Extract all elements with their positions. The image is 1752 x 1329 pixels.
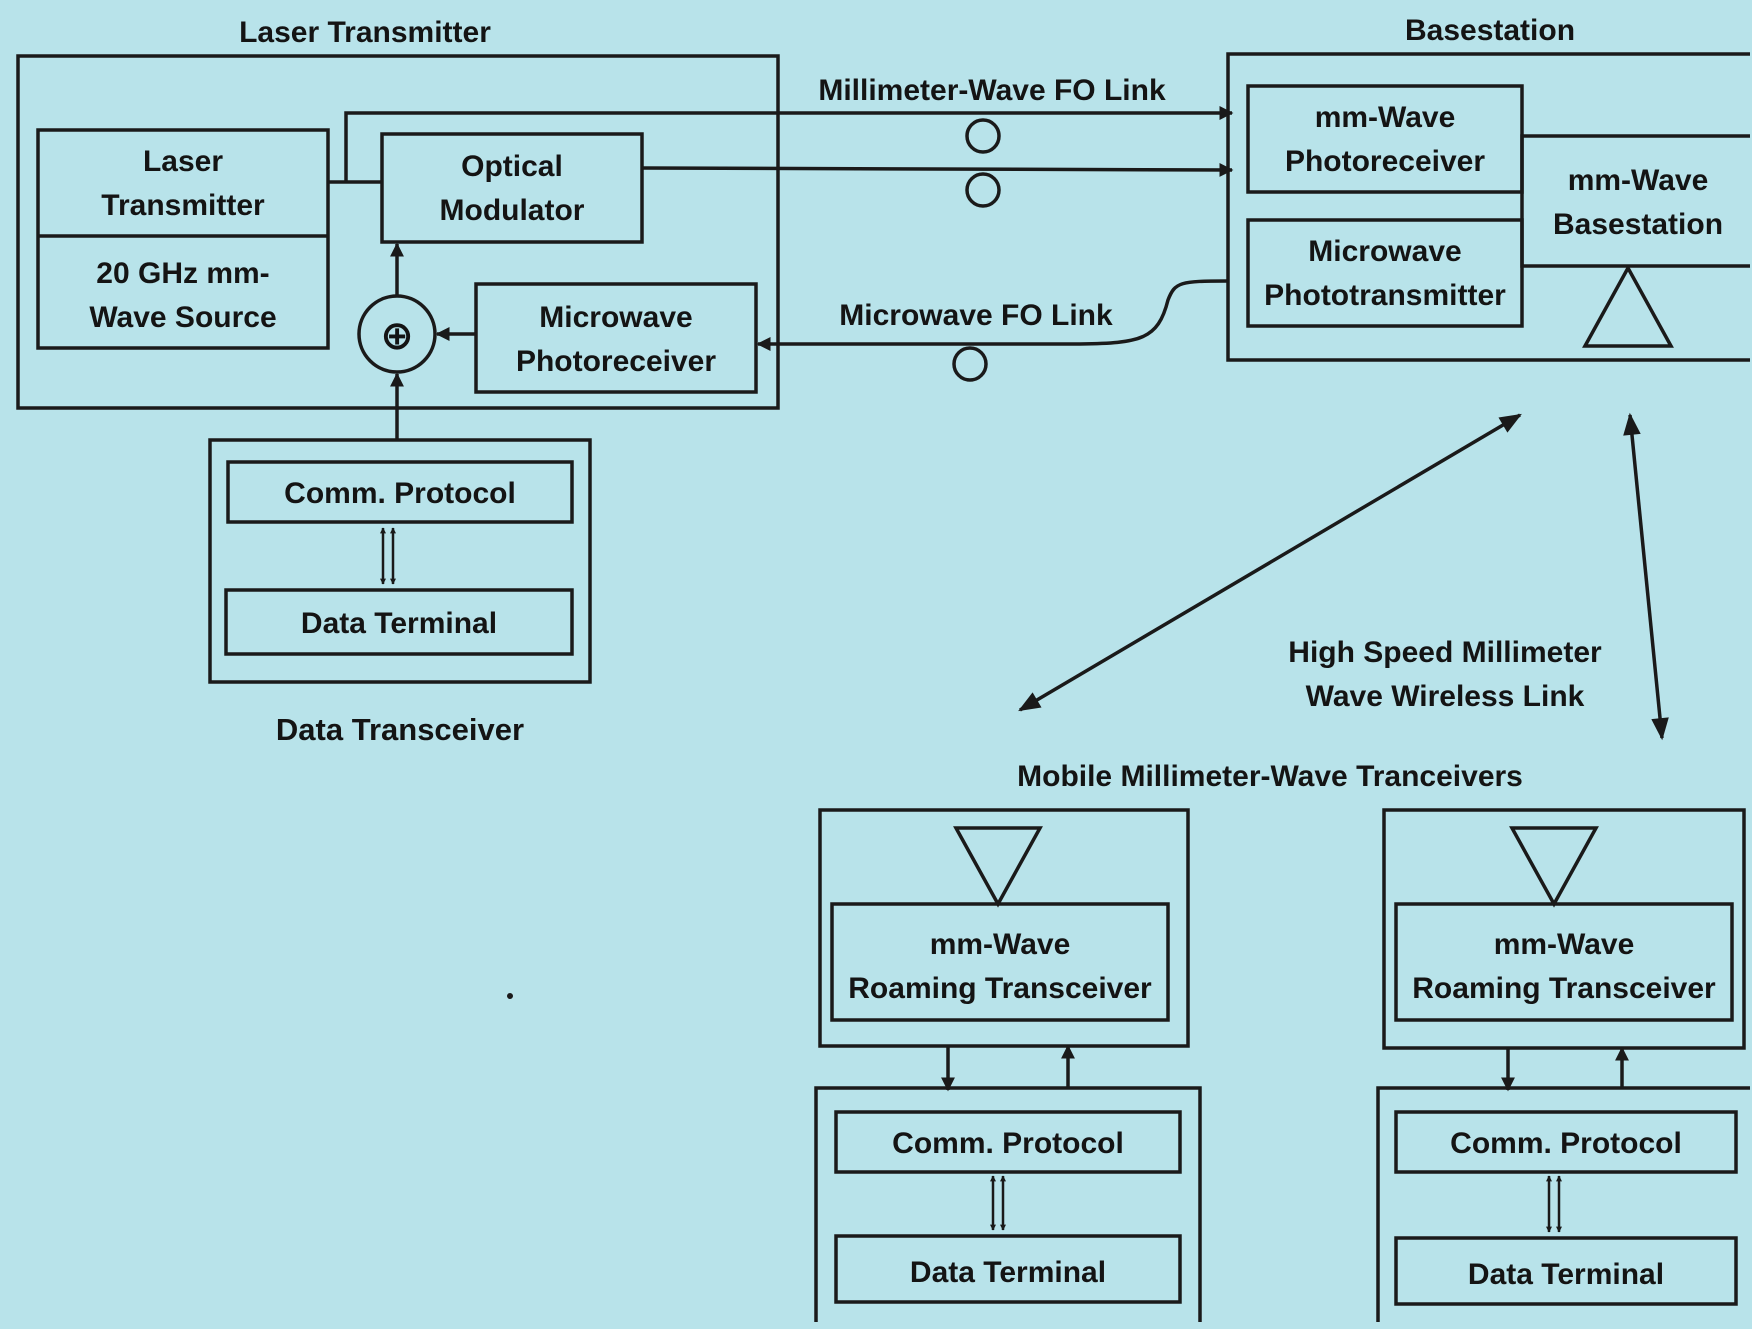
mobile-1-transceiver-label-1: mm-Wave xyxy=(930,928,1071,961)
wireless-link-label-2: Wave Wireless Link xyxy=(1306,680,1585,713)
bs-phototransmitter-label-2: Phototransmitter xyxy=(1264,279,1506,312)
mobile-2-antenna-icon xyxy=(1509,826,1599,908)
mmwave-basestation-label-1: mm-Wave xyxy=(1568,164,1709,197)
mobile-transceivers-title: Mobile Millimeter-Wave Tranceivers xyxy=(1017,760,1523,793)
mobile-1-antenna-icon xyxy=(953,826,1043,908)
mobile-2-data-terminal-box xyxy=(1394,1236,1738,1306)
mmwave-fo-link-line-1 xyxy=(344,106,1234,182)
laser-source-block xyxy=(36,128,330,350)
tx-data-terminal-box xyxy=(224,588,574,656)
tx-photoreceiver-label-2: Photoreceiver xyxy=(516,345,716,378)
source-label-2: Wave Source xyxy=(89,301,276,334)
stray-dot xyxy=(507,993,513,999)
mobile-1-data-terminal-label: Data Terminal xyxy=(910,1256,1106,1289)
mobile-1-frame xyxy=(818,808,1190,1048)
modulator-label-1: Optical xyxy=(461,150,563,183)
laser-transmitter-group: Laser Transmitter Laser Transmitter 20 G… xyxy=(16,16,780,440)
mobile-unit-1: mm-Wave Roaming Transceiver Comm. Protoc… xyxy=(814,808,1202,1322)
laser-label-1: Laser xyxy=(143,145,223,178)
laser-transmitter-title: Laser Transmitter xyxy=(239,16,491,49)
fiber-spool-2 xyxy=(965,172,1001,208)
fiber-links-group: Millimeter-Wave FO Link Microwave FO Lin… xyxy=(344,74,1234,382)
microwave-fo-link-line xyxy=(756,279,1229,351)
tx-photoreceiver-label-1: Microwave xyxy=(539,301,692,334)
mmwave-fo-link-line-2 xyxy=(641,162,1234,177)
mobile-2-transceiver-label-2: Roaming Transceiver xyxy=(1412,972,1716,1005)
modulator-label-2: Modulator xyxy=(440,194,585,227)
wireless-link-arrow-1 xyxy=(1018,413,1522,712)
data-transceiver-frame xyxy=(208,438,592,684)
tx-comm-protocol-label: Comm. Protocol xyxy=(284,477,516,510)
microwave-fo-link-label: Microwave FO Link xyxy=(839,299,1113,332)
mobile-1-transceiver-label-2: Roaming Transceiver xyxy=(848,972,1152,1005)
mixer-symbol: ⊕ xyxy=(380,314,414,358)
optical-modulator-box xyxy=(380,132,644,244)
fiber-spool-3 xyxy=(952,346,988,382)
mobile-2-transceiver-box xyxy=(1394,902,1734,1022)
mobile-1-comm-protocol-box xyxy=(834,1110,1182,1174)
tx-photoreceiver-box xyxy=(474,282,758,394)
bs-phototransmitter-box xyxy=(1246,218,1524,328)
basestation-frame xyxy=(1226,52,1750,362)
basestation-title: Basestation xyxy=(1405,14,1575,47)
mobile-1-data-terminal-box xyxy=(834,1234,1182,1304)
mobile-1-transceiver-box xyxy=(830,902,1170,1022)
fiber-spool-1 xyxy=(965,118,1001,154)
laser-label-2: Transmitter xyxy=(101,189,265,222)
mobile-2-data-terminal-label: Data Terminal xyxy=(1468,1258,1664,1291)
mmwave-basestation-label-2: Basestation xyxy=(1553,208,1723,241)
mobile-2-data-frame xyxy=(1376,1086,1750,1322)
mobile-1-comm-protocol-label: Comm. Protocol xyxy=(892,1127,1124,1160)
wireless-links-group: High Speed Millimeter Wave Wireless Link xyxy=(1018,412,1669,741)
tx-data-terminal-label: Data Terminal xyxy=(301,607,497,640)
mobile-2-frame xyxy=(1382,808,1746,1050)
data-transceiver-group: Comm. Protocol Data Terminal Data Transc… xyxy=(208,438,592,747)
basestation-group: Basestation mm-Wave Photoreceiver Microw… xyxy=(1226,14,1750,362)
mobile-2-comm-protocol-box xyxy=(1394,1110,1738,1174)
bs-photoreceiver-label-1: mm-Wave xyxy=(1315,101,1456,134)
wireless-link-arrow-2 xyxy=(1623,412,1669,741)
wireless-link-label-1: High Speed Millimeter xyxy=(1288,636,1602,669)
mobile-2-transceiver-label-1: mm-Wave xyxy=(1494,928,1635,961)
mmwave-basestation-box xyxy=(1520,134,1750,268)
tx-comm-protocol-box xyxy=(226,460,574,524)
mobile-1-data-frame xyxy=(814,1086,1202,1322)
basestation-antenna-icon xyxy=(1582,264,1674,348)
data-transceiver-title: Data Transceiver xyxy=(276,712,524,747)
bs-phototransmitter-label-1: Microwave xyxy=(1308,235,1461,268)
source-label-1: 20 GHz mm- xyxy=(96,257,269,290)
mobile-unit-2: mm-Wave Roaming Transceiver Comm. Protoc… xyxy=(1376,808,1750,1322)
bs-photoreceiver-label-2: Photoreceiver xyxy=(1285,145,1485,178)
mobile-2-comm-protocol-label: Comm. Protocol xyxy=(1450,1127,1682,1160)
mmwave-fo-link-label: Millimeter-Wave FO Link xyxy=(818,74,1166,107)
